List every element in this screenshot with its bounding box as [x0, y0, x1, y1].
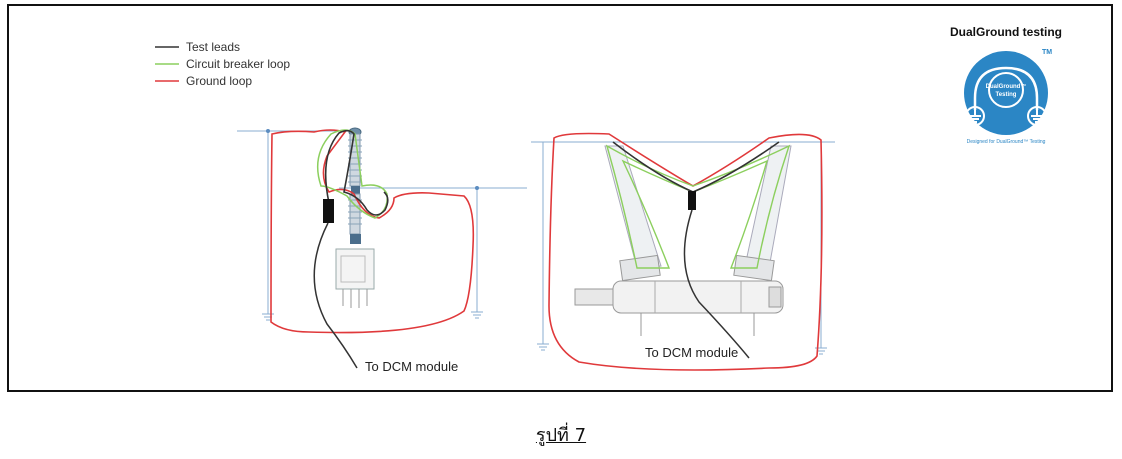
right-diagram: To DCM module	[531, 132, 835, 371]
left-test-leads	[324, 129, 389, 216]
badge-footer: Designed for DualGround™ Testing	[967, 139, 1046, 145]
left-circuit-breaker-loop	[316, 129, 388, 219]
left-junction-2	[475, 186, 479, 190]
left-dcm-label: To DCM module	[365, 359, 458, 374]
left-cabinet	[335, 248, 375, 290]
left-disconnector	[335, 127, 375, 308]
right-tank	[612, 280, 784, 314]
badge-circle-text-2: Testing	[996, 92, 1017, 98]
right-dcm-cable	[683, 209, 750, 359]
left-ground-loop	[270, 129, 475, 334]
badge-arch	[973, 66, 1039, 110]
legend-label-test-leads: Test leads	[186, 40, 240, 54]
left-diagram: To DCM module	[237, 127, 527, 374]
right-right-bushing	[744, 145, 792, 269]
right-tank-legs	[640, 313, 755, 336]
badge-title: DualGround testing	[950, 25, 1062, 39]
left-ground-symbol-2	[471, 311, 483, 319]
badge-tm: TM	[1042, 49, 1052, 56]
left-cabinet-legs	[342, 289, 368, 308]
badge-left-ground-icon	[965, 106, 985, 126]
right-right-end-cap	[768, 286, 782, 308]
left-base-flange	[350, 234, 361, 244]
left-dcm-clamp	[323, 199, 334, 223]
badge-inner-ring	[988, 72, 1024, 108]
right-dcm-label: To DCM module	[645, 345, 738, 360]
right-ground-loop	[548, 132, 823, 371]
figure-caption: รูปที่ 7	[535, 425, 587, 446]
dualground-diagram: Test leads Circuit breaker loop Ground l…	[155, 25, 1062, 374]
figure-frame: Test leads Circuit breaker loop Ground l…	[7, 4, 1113, 392]
legend-label-ground-loop: Ground loop	[186, 74, 252, 88]
left-insulator-sheds	[348, 139, 362, 183]
badge-circle-text-1: DualGround™	[986, 83, 1027, 90]
right-left-end-cap	[574, 288, 616, 306]
right-dcm-clamp	[688, 191, 696, 210]
legend-label-circuit-breaker-loop: Circuit breaker loop	[186, 57, 290, 71]
left-mid-flange	[351, 186, 360, 194]
left-junction-1	[266, 129, 270, 133]
badge-right-ground-icon	[1027, 106, 1047, 126]
right-breaker	[574, 145, 792, 336]
left-ground-symbol-1	[262, 313, 274, 321]
right-circuit-breaker-loop	[605, 144, 791, 269]
dualground-badge: DualGround testing TM DualGround™ Testin…	[950, 25, 1062, 145]
left-dcm-cable	[313, 222, 358, 369]
right-ground-symbol-1	[537, 343, 549, 351]
legend: Test leads Circuit breaker loop Ground l…	[155, 40, 290, 88]
